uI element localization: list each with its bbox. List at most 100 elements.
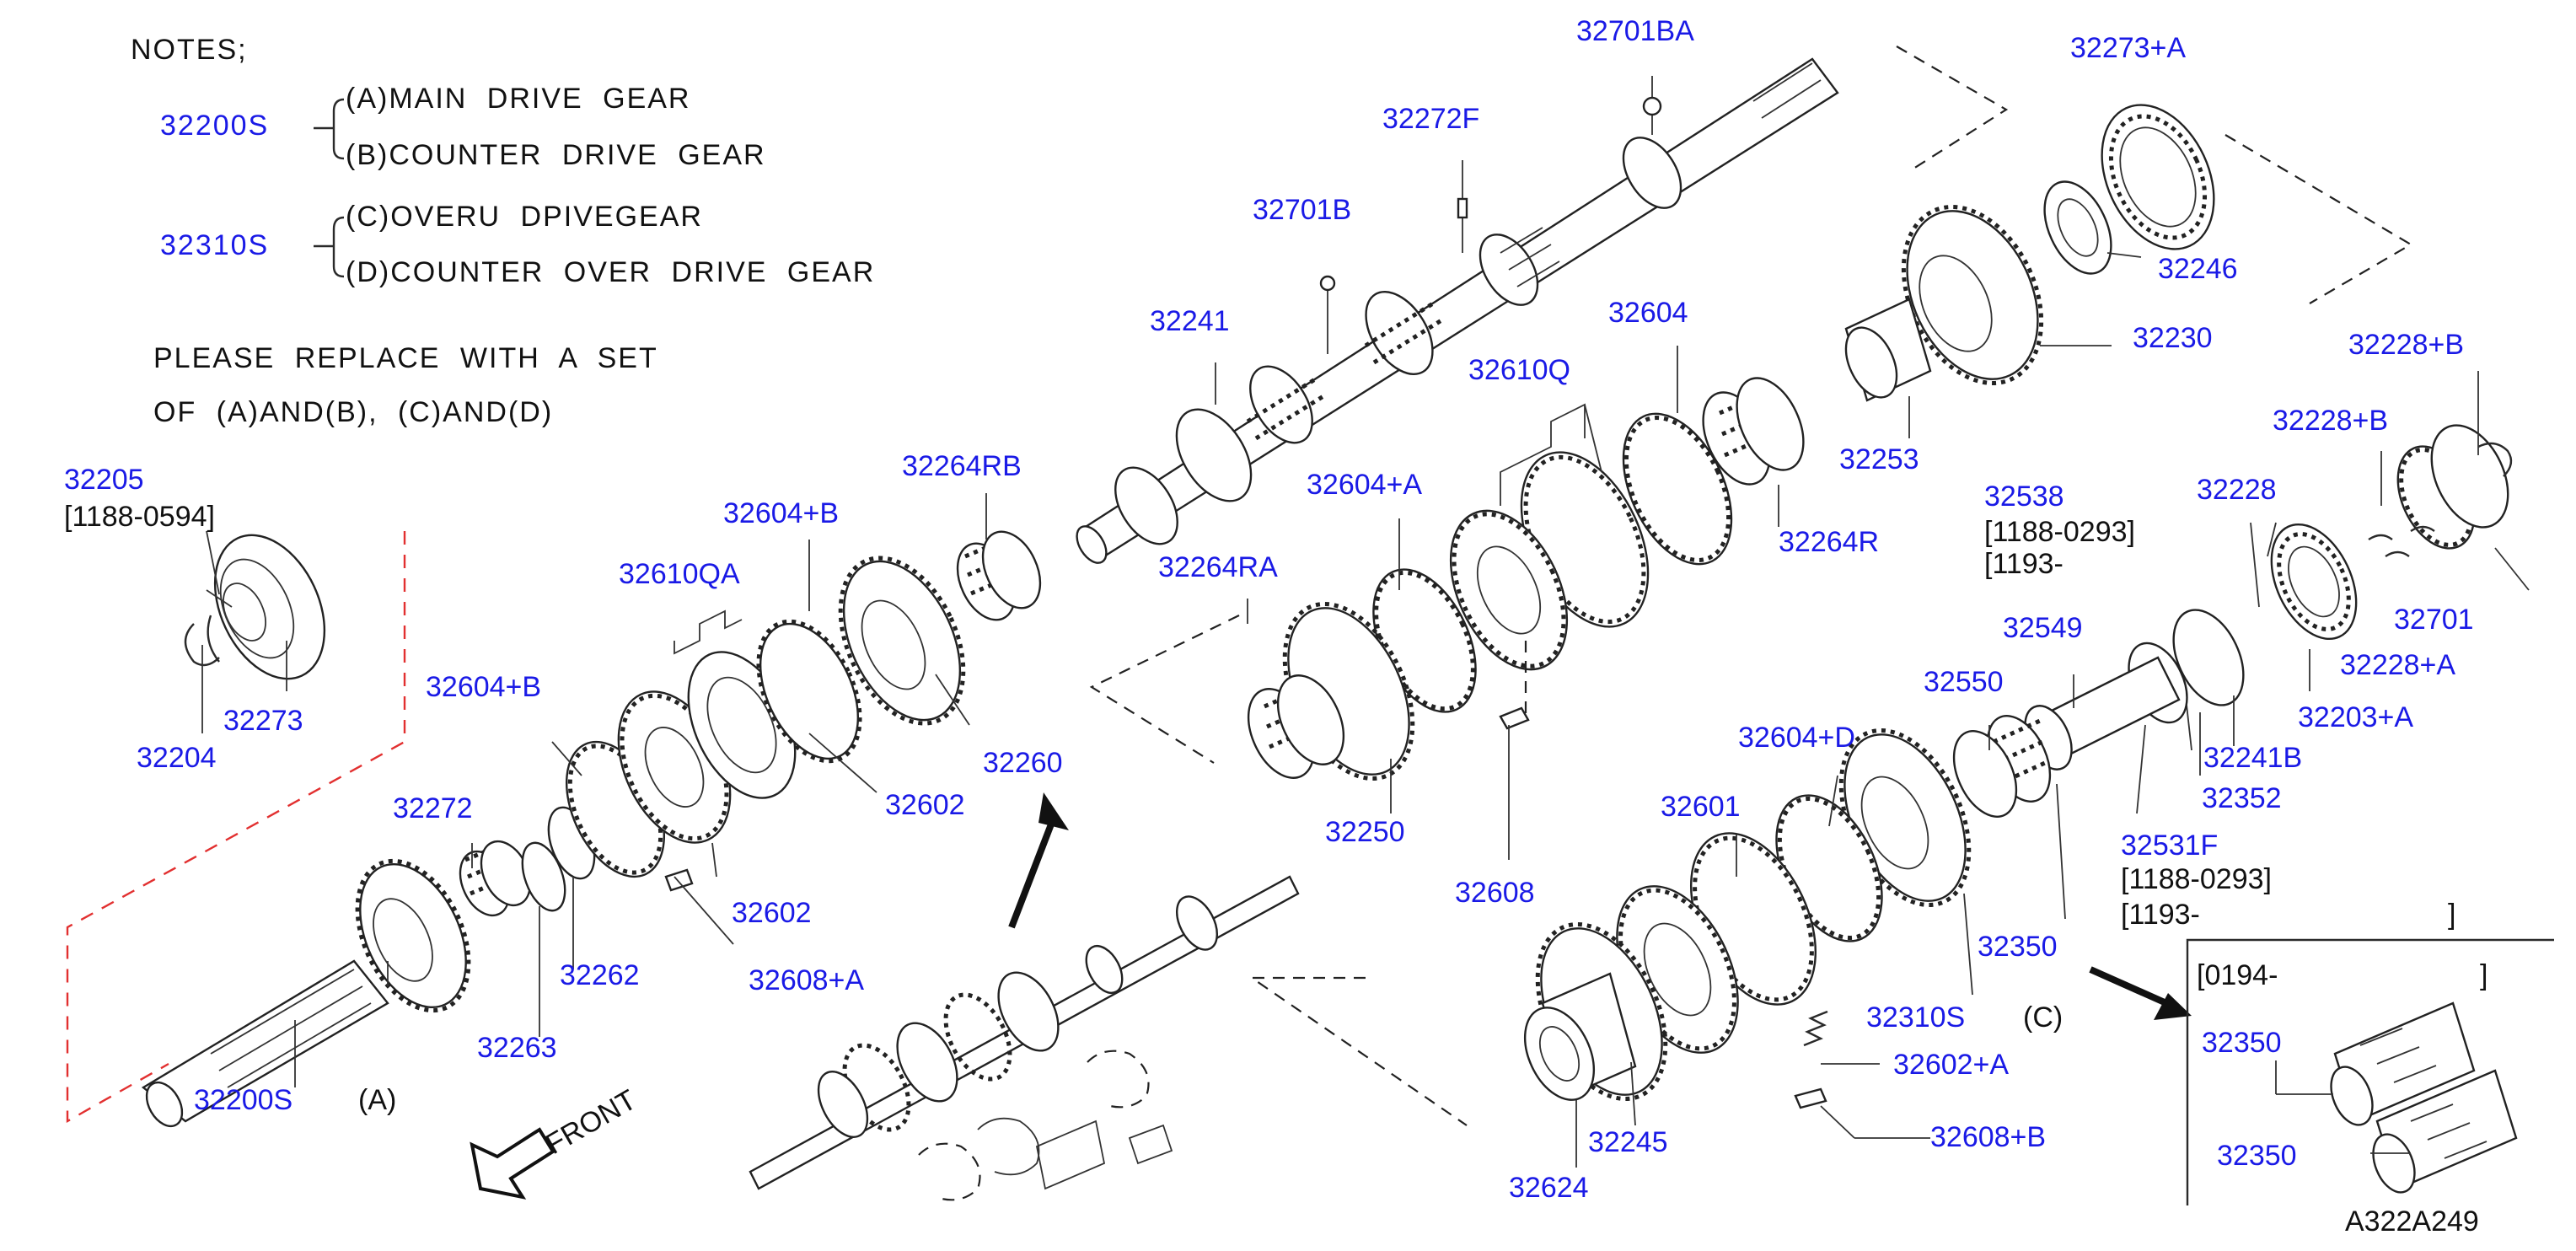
- label-32272: 32272: [393, 792, 473, 824]
- label-32601: 32601: [1661, 791, 1741, 823]
- label-32228A: 32228+A: [2340, 649, 2455, 681]
- label-32538-range1: [1188-0293]: [1984, 516, 2135, 548]
- inset-panel: [2186, 938, 2554, 1205]
- label-32228B-top: 32228+B: [2348, 329, 2464, 361]
- label-A: (A): [358, 1084, 396, 1116]
- part-32253-sleeve: [1844, 298, 1932, 402]
- notes-heading: NOTES;: [131, 34, 248, 66]
- label-32204: 32204: [137, 742, 217, 774]
- label-32604-top: 32604: [1608, 297, 1688, 329]
- part-32230-gear: [1901, 205, 2044, 385]
- label-32350-main: 32350: [1978, 931, 2058, 963]
- label-32608: 32608: [1455, 877, 1535, 909]
- part-32604-ring-top: [1622, 412, 1733, 566]
- label-32538: 32538: [1984, 481, 2064, 513]
- dash-guide-top: [1896, 46, 2009, 169]
- dash-guide-lower: [1248, 976, 1468, 1126]
- inset-label-32350-a: 32350: [2202, 1027, 2282, 1059]
- note-brackets: [314, 98, 345, 278]
- note-instruction-line1: PLEASE REPLACE WITH A SET: [153, 342, 658, 374]
- arrow-to-inset: [2089, 966, 2192, 1020]
- red-dash-guide: [66, 531, 406, 1124]
- label-32273: 32273: [223, 705, 303, 737]
- label-32538-range2: [1193-: [1984, 548, 2063, 580]
- label-32264R: 32264R: [1779, 526, 1879, 558]
- leader-lines: [294, 252, 2530, 1168]
- label-32241B: 32241B: [2203, 742, 2302, 774]
- part-labels: 32205 [1188-0594] 32204 32273 32272 3220…: [64, 15, 2487, 1238]
- part-32264RB-bearing: [956, 530, 1042, 621]
- note-instruction-line2: OF (A)AND(B), (C)AND(D): [153, 396, 554, 428]
- label-32701: 32701: [2394, 604, 2474, 636]
- label-32531F-range1: [1188-0293]: [2121, 863, 2272, 895]
- part-32246-washer: [2043, 180, 2112, 275]
- dash-guide-mid: [1089, 615, 1240, 764]
- part-32610Q-synchro: [1449, 403, 1650, 671]
- label-32550: 32550: [1924, 666, 2004, 698]
- label-C: (C): [2023, 1001, 2063, 1034]
- note-set1-part: 32200S: [160, 110, 270, 142]
- label-32262: 32262: [560, 959, 640, 991]
- label-32264RA: 32264RA: [1158, 551, 1278, 583]
- part-32264R-bearing: [1702, 377, 1805, 486]
- note-set2-part: 32310S: [160, 229, 270, 261]
- part-32228-cluster: [2182, 522, 2435, 751]
- label-32241: 32241: [1150, 305, 1230, 337]
- part-32241-mainshaft: [1076, 57, 1839, 564]
- label-32624: 32624: [1509, 1172, 1589, 1204]
- label-32531F: 32531F: [2121, 830, 2218, 862]
- label-32260: 32260: [983, 747, 1063, 779]
- label-32531F-range2: [1193-: [2121, 899, 2200, 931]
- label-32602-upper: 32602: [885, 789, 965, 821]
- label-32610Q: 32610Q: [1468, 354, 1570, 386]
- countershaft-assembly: [2024, 609, 2245, 770]
- label-32230: 32230: [2133, 322, 2213, 354]
- label-32264RB: 32264RB: [902, 450, 1022, 482]
- label-32203A: 32203+A: [2298, 701, 2413, 733]
- label-32604B-upper: 32604+B: [723, 497, 839, 529]
- label-32610QA: 32610QA: [619, 558, 740, 590]
- arrow-up: [1008, 792, 1069, 929]
- label-32701BA: 32701BA: [1576, 15, 1694, 47]
- label-32604A: 32604+A: [1307, 469, 1422, 501]
- label-32608B: 32608+B: [1930, 1121, 2046, 1153]
- synchro-assembly-left: [565, 609, 862, 892]
- label-32273A: 32273+A: [2070, 32, 2186, 64]
- label-32228B-mid: 32228+B: [2273, 405, 2388, 437]
- label-32200S: 32200S: [194, 1084, 292, 1116]
- label-32228: 32228: [2197, 474, 2277, 506]
- inset-range-start: [0194-: [2197, 959, 2278, 991]
- part-32260-gear: [838, 556, 966, 726]
- part-32602A-spring: [1794, 1010, 1828, 1109]
- note-set1-b: (B)COUNTER DRIVE GEAR: [346, 139, 766, 171]
- label-32205: 32205: [64, 464, 144, 496]
- label-32245: 32245: [1588, 1126, 1668, 1158]
- front-label: FRONT: [540, 1083, 641, 1160]
- front-arrow-icon: [470, 1127, 555, 1200]
- figure-code: A322A249: [2345, 1205, 2479, 1238]
- label-32549: 32549: [2003, 612, 2083, 644]
- label-32205-range: [1188-0594]: [64, 501, 215, 533]
- part-32200S-shaft: [141, 858, 471, 1128]
- part-32264RA-bearing: [1247, 674, 1345, 779]
- label-32602-lower: 32602: [732, 897, 812, 929]
- part-32624-sleeve: [1523, 972, 1637, 1101]
- label-32604D: 32604+D: [1738, 722, 1855, 754]
- note-set1-a: (A)MAIN DRIVE GEAR: [346, 83, 691, 115]
- note-set2-d: (D)COUNTER OVER DRIVE GEAR: [346, 256, 876, 288]
- label-32604B-lower: 32604+B: [426, 671, 541, 703]
- label-32272F: 32272F: [1382, 103, 1479, 135]
- label-32701B: 32701B: [1253, 194, 1351, 226]
- label-32263: 32263: [477, 1032, 557, 1064]
- label-32352: 32352: [2202, 782, 2282, 814]
- label-32246: 32246: [2158, 253, 2238, 285]
- label-32608A: 32608+A: [749, 964, 864, 996]
- label-32253: 32253: [1839, 443, 1919, 475]
- label-32531F-range2-end: ]: [2448, 899, 2455, 931]
- dash-guide-right: [2224, 134, 2413, 304]
- part-32350-bearing: [1952, 715, 2052, 818]
- note-set2-c: (C)OVERU DPIVEGEAR: [346, 201, 703, 233]
- inset-label-32350-b: 32350: [2217, 1140, 2297, 1172]
